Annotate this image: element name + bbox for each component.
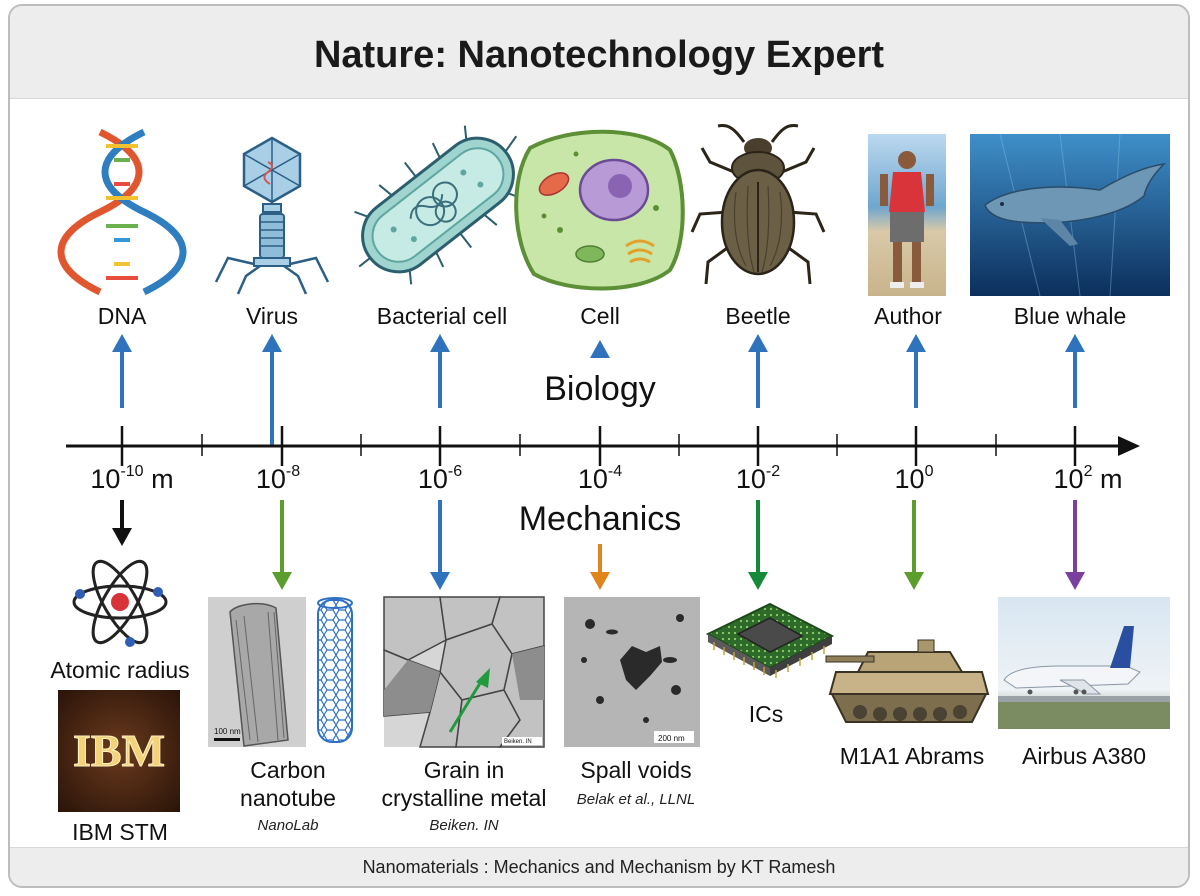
grain-scale-text: Beiken. IN [504,739,532,745]
label-dna: DNA [98,303,147,329]
label-virus: Virus [246,303,298,329]
page-title: Nature: Nanotechnology Expert [313,34,885,76]
nanotube-scale-text: 100 nm [214,727,241,736]
label-nanotube: nanotube [240,785,336,811]
scale-axis [66,426,1140,466]
label-carbon: Carbon [250,757,325,783]
tick-label-1e-4: 10-4 [578,463,622,494]
ic-chip-icon [705,602,835,678]
bacterium-icon [354,125,522,285]
label-author: Author [874,303,942,329]
label-m1a1-abrams: M1A1 Abrams [840,743,984,769]
tick-label-1e-6: 10-6 [418,463,462,494]
nanotube-model-icon [317,597,353,743]
credit-belak-llnl: Belak et al., LLNL [577,791,695,808]
label-spall-voids: Spall voids [580,757,691,783]
label-bacterial-cell: Bacterial cell [377,303,507,329]
tick-label-1e2: 102 m [1054,463,1123,494]
mechanics-section-label: Mechanics [519,500,682,538]
label-cell: Cell [580,303,620,329]
footer-credit: Nanomaterials : Mechanics and Mechanism … [362,857,836,877]
tank-icon [825,639,990,723]
author-photo [868,134,946,296]
label-airbus-a380: Airbus A380 [1022,743,1146,769]
nanotube-tem-image: 100 nm [208,597,306,747]
footer-bar: Nanomaterials : Mechanics and Mechanism … [10,847,1188,886]
beetle-icon [690,124,826,285]
ibm-stm-image: IBM [58,690,180,812]
tick-label-1e-2: 10-2 [736,463,780,494]
credit-beiken: Beiken. IN [429,817,498,834]
biology-arrows [112,334,1085,446]
spall-scale-text: 200 nm [658,734,685,743]
cell-icon [514,129,685,291]
mechanics-arrows [112,500,1085,590]
tick-label-1e-10: 10-10 m [90,463,173,494]
tick-label-1e0: 100 [895,463,934,494]
label-crystalline-metal: crystalline metal [382,785,547,811]
atom-icon [72,559,168,647]
label-atomic-radius: Atomic radius [50,657,189,683]
virus-icon [214,136,330,295]
whale-image [970,133,1170,297]
label-ics: ICs [749,701,784,727]
grain-micrograph: Beiken. IN [383,596,545,748]
dna-icon [57,128,187,296]
label-ibm-stm: IBM STM [72,819,168,845]
tick-label-1e-8: 10-8 [256,463,300,494]
label-grain-in: Grain in [424,757,505,783]
ibm-logo: IBM [73,725,165,776]
label-beetle: Beetle [725,303,790,329]
spall-voids-image: 200 nm [564,597,700,747]
biology-section-label: Biology [544,370,656,408]
title-bar: Nature: Nanotechnology Expert [10,6,1188,99]
credit-nanolab: NanoLab [258,817,319,834]
label-blue-whale: Blue whale [1014,303,1127,329]
airbus-a380-image [998,597,1170,729]
